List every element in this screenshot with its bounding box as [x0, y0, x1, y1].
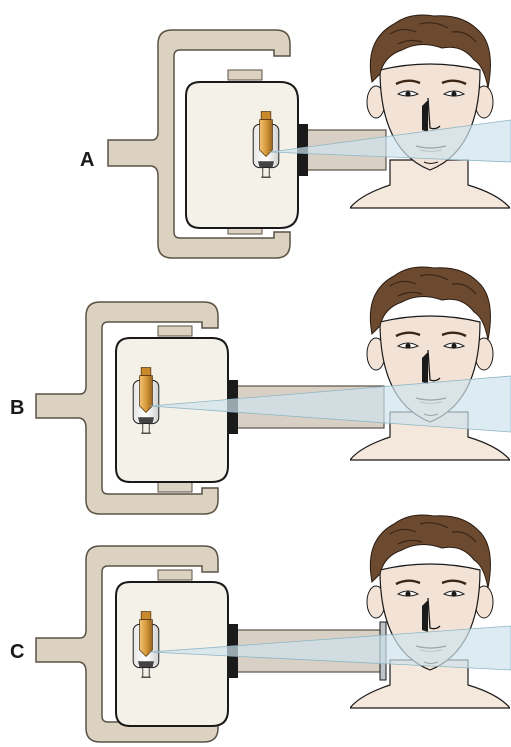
panel-b: B — [10, 267, 511, 514]
patient-face-icon-b — [350, 267, 510, 460]
panel-c: C — [10, 515, 511, 742]
panel-a: A — [80, 15, 511, 258]
panel-label-a: A — [80, 149, 94, 171]
tube-head-a — [186, 82, 298, 228]
panel-label-b: B — [10, 397, 24, 419]
panel-label-c: C — [10, 641, 24, 663]
patient-face-icon-c — [350, 515, 510, 708]
patient-face-icon-a — [350, 15, 510, 208]
